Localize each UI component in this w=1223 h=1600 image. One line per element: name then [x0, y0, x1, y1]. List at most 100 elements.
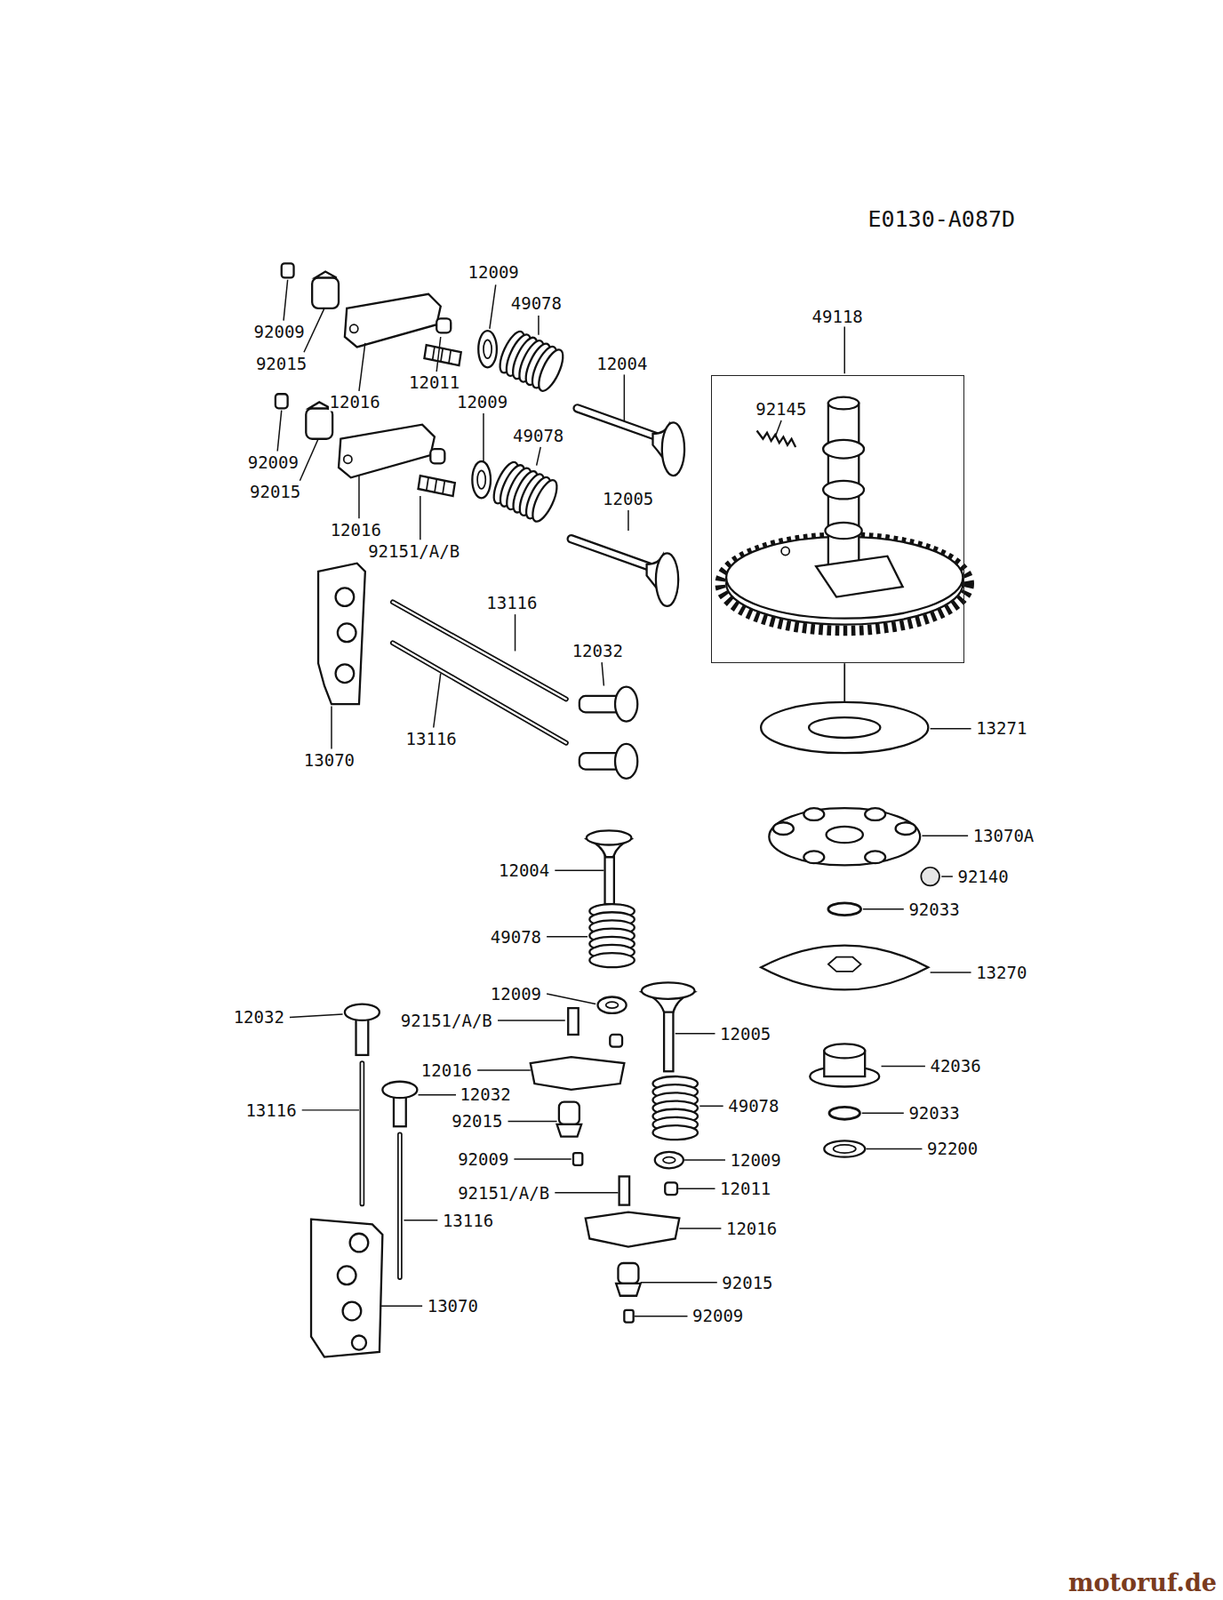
- callout-number: 12011: [719, 1179, 772, 1199]
- governor-plate: [768, 807, 920, 865]
- circlip: [829, 1106, 860, 1120]
- rocker-stud: [619, 1175, 630, 1205]
- callout-number: 13070: [426, 1296, 480, 1316]
- pushrod-guide: [351, 1335, 367, 1351]
- leader-line: [881, 1065, 926, 1067]
- callout-number: 13070A: [972, 825, 1036, 845]
- callout-number: 13070: [303, 751, 356, 770]
- camshaft: [719, 397, 969, 632]
- valve: [641, 982, 696, 999]
- governor-cup: [828, 957, 862, 972]
- washer: [760, 702, 928, 753]
- callout-number: 92140: [956, 866, 1009, 886]
- leader-line: [930, 971, 972, 973]
- push-rod: [392, 642, 567, 743]
- callout-number: 49078: [489, 927, 543, 946]
- callout-number: 92009: [253, 322, 306, 342]
- pushrod-guide: [318, 563, 366, 704]
- callout-number: 92009: [247, 452, 300, 472]
- washer: [760, 702, 928, 753]
- governor-plate: [803, 850, 824, 864]
- leader-line: [699, 1105, 723, 1107]
- callout-number: 42036: [928, 1056, 982, 1076]
- callout-number: 92015: [450, 1111, 504, 1131]
- callout-number: 92015: [720, 1272, 774, 1292]
- callout-number: 92015: [248, 482, 302, 502]
- leader-line: [546, 935, 588, 937]
- leader-line: [514, 614, 516, 651]
- parts-illustration: [652, 1076, 697, 1140]
- rocker-stud: [567, 1007, 578, 1035]
- callout-number: 13116: [405, 728, 458, 748]
- leader-line: [277, 410, 282, 452]
- valve-cap: [664, 1182, 678, 1195]
- leader-line: [299, 439, 319, 481]
- camshaft: [815, 556, 904, 598]
- callout-number: 12032: [458, 1085, 512, 1104]
- tappet: [615, 687, 638, 722]
- callout-number: 92009: [691, 1306, 744, 1326]
- callout-number: 92151/A/B: [399, 1010, 494, 1030]
- pivot-nut: [615, 1283, 641, 1296]
- leader-line: [536, 447, 542, 466]
- callout-number: 12005: [719, 1023, 772, 1043]
- washer: [823, 1140, 865, 1157]
- push-rod: [392, 601, 567, 699]
- leader-line: [419, 495, 421, 540]
- leader-line: [775, 420, 782, 437]
- leader-line: [359, 343, 366, 392]
- callout-number: 12009: [455, 392, 509, 412]
- camshaft: [823, 439, 864, 459]
- lock-screw: [573, 1152, 583, 1166]
- leader-line: [634, 1315, 688, 1317]
- pushrod-guide: [337, 623, 357, 642]
- callout-number: 12016: [420, 1060, 473, 1080]
- leader-line: [941, 875, 953, 877]
- parts-group-box: 49118: [711, 375, 965, 664]
- leader-line: [863, 908, 904, 910]
- washer: [808, 717, 880, 738]
- leader-line: [554, 869, 604, 871]
- leader-line: [623, 374, 625, 421]
- callout-number: 92151/A/B: [456, 1183, 551, 1202]
- callout-number: 49078: [510, 293, 563, 312]
- washer: [823, 1140, 865, 1157]
- leader-line: [554, 1191, 618, 1193]
- leader-line: [330, 705, 332, 749]
- leader-line: [675, 1032, 716, 1034]
- callout-number: 49078: [511, 426, 565, 446]
- leader-line: [684, 1159, 726, 1160]
- push-rod: [397, 1134, 403, 1278]
- steel-ball: [920, 867, 940, 887]
- callout-number: 12016: [328, 392, 382, 412]
- push-rod: [359, 1063, 366, 1204]
- leader-line: [302, 1109, 360, 1111]
- leader-line: [843, 327, 845, 375]
- callout-number: 12016: [329, 519, 383, 539]
- leader-line: [497, 1019, 566, 1021]
- callout-number: 12016: [725, 1218, 778, 1238]
- parts-illustration: [589, 903, 634, 968]
- governor-cup: [760, 945, 928, 991]
- pushrod-guide: [318, 563, 366, 704]
- spring-retainer: [655, 1151, 684, 1168]
- leader-line: [640, 1281, 718, 1283]
- leader-line: [433, 673, 441, 728]
- tappet: [382, 1081, 417, 1098]
- leader-line: [289, 1014, 344, 1017]
- leader-line: [508, 1120, 558, 1122]
- camshaft: [824, 522, 862, 539]
- callout-number: 13116: [485, 593, 538, 613]
- push-rod: [392, 601, 567, 743]
- governor-plate: [768, 807, 920, 865]
- leader-line: [513, 1158, 571, 1160]
- spring-retainer: [598, 996, 627, 1013]
- callout-number: 92033: [907, 899, 960, 919]
- leader-line: [921, 834, 968, 836]
- callout-number: 13271: [975, 719, 1028, 738]
- tappet: [579, 687, 638, 779]
- leader-line: [930, 727, 972, 729]
- circlip: [828, 903, 862, 916]
- leader-line: [403, 1219, 438, 1221]
